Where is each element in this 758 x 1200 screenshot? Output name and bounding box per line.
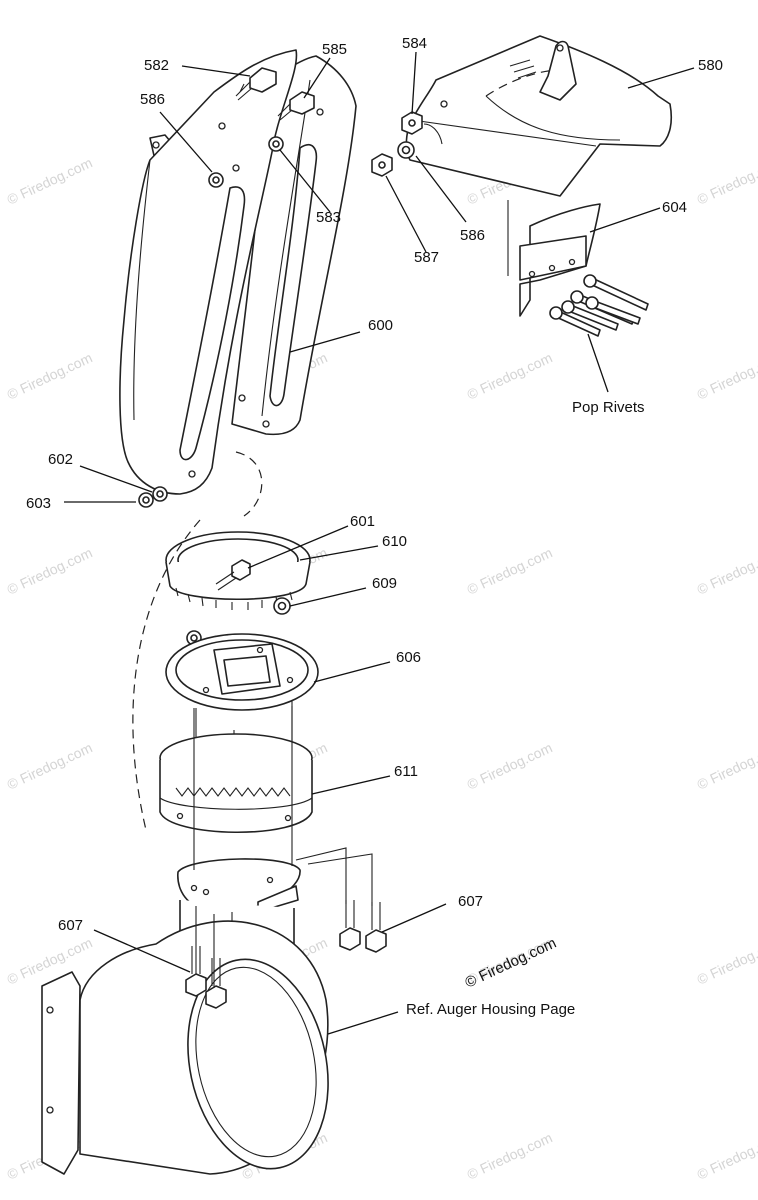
gear-ring-part-611 bbox=[159, 700, 313, 834]
watermark: © Firedog.com bbox=[695, 739, 758, 792]
auger-housing-ref bbox=[41, 920, 329, 1175]
watermark: © Firedog.com bbox=[695, 154, 758, 207]
rotation-ring-part-610 bbox=[165, 531, 311, 646]
assembly-lines bbox=[132, 451, 373, 988]
callout-580: 580 bbox=[698, 57, 723, 74]
callout-586: 586 bbox=[140, 91, 165, 108]
callout-603: 603 bbox=[26, 495, 51, 512]
callout-585: 585 bbox=[322, 41, 347, 58]
watermark: © Firedog.com bbox=[695, 349, 758, 402]
watermark: © Firedog.com bbox=[465, 1129, 555, 1182]
deflector-part-580 bbox=[371, 35, 673, 197]
watermark: © Firedog.com bbox=[5, 934, 95, 987]
callout-604: 604 bbox=[662, 199, 687, 216]
watermark: © Firedog.com bbox=[695, 1129, 758, 1182]
upper-chute-part-600 bbox=[119, 49, 357, 508]
watermark: © Firedog.com bbox=[5, 544, 95, 597]
callout-606: 606 bbox=[396, 649, 421, 666]
watermark: © Firedog.com bbox=[695, 544, 758, 597]
watermark: © Firedog.com bbox=[5, 349, 95, 402]
watermark: © Firedog.com bbox=[5, 154, 95, 207]
callout-584: 584 bbox=[402, 35, 427, 52]
callout-607: 607 bbox=[58, 917, 83, 934]
callout-611: 611 bbox=[394, 763, 418, 780]
callout-labels: 582 585 586 583 600 584 580 586 587 604 … bbox=[26, 35, 723, 1018]
callout-582: 582 bbox=[144, 57, 169, 74]
copyright-label: © Firedog.com bbox=[463, 935, 560, 992]
watermark: © Firedog.com bbox=[465, 544, 555, 597]
flange-plate-part-606 bbox=[165, 633, 319, 711]
callout-586: 586 bbox=[460, 227, 485, 244]
callout-600: 600 bbox=[368, 317, 393, 334]
watermark: © Firedog.com bbox=[5, 739, 95, 792]
leader-lines bbox=[64, 51, 695, 1035]
watermark: © Firedog.com bbox=[465, 349, 555, 402]
callout-587: 587 bbox=[414, 249, 439, 266]
auger-housing-ref-label: Ref. Auger Housing Page bbox=[406, 1001, 575, 1018]
pop-rivets-label: Pop Rivets bbox=[572, 399, 645, 416]
callout-583: 583 bbox=[316, 209, 341, 226]
callout-610: 610 bbox=[382, 533, 407, 550]
callout-609: 609 bbox=[372, 575, 397, 592]
callout-607: 607 bbox=[458, 893, 483, 910]
deflector-plate-part-604 bbox=[507, 200, 649, 337]
callout-601: 601 bbox=[350, 513, 375, 530]
bolts-part-607 bbox=[339, 900, 387, 953]
watermark: © Firedog.com bbox=[695, 934, 758, 987]
callout-602: 602 bbox=[48, 451, 73, 468]
watermark: © Firedog.com bbox=[465, 739, 555, 792]
